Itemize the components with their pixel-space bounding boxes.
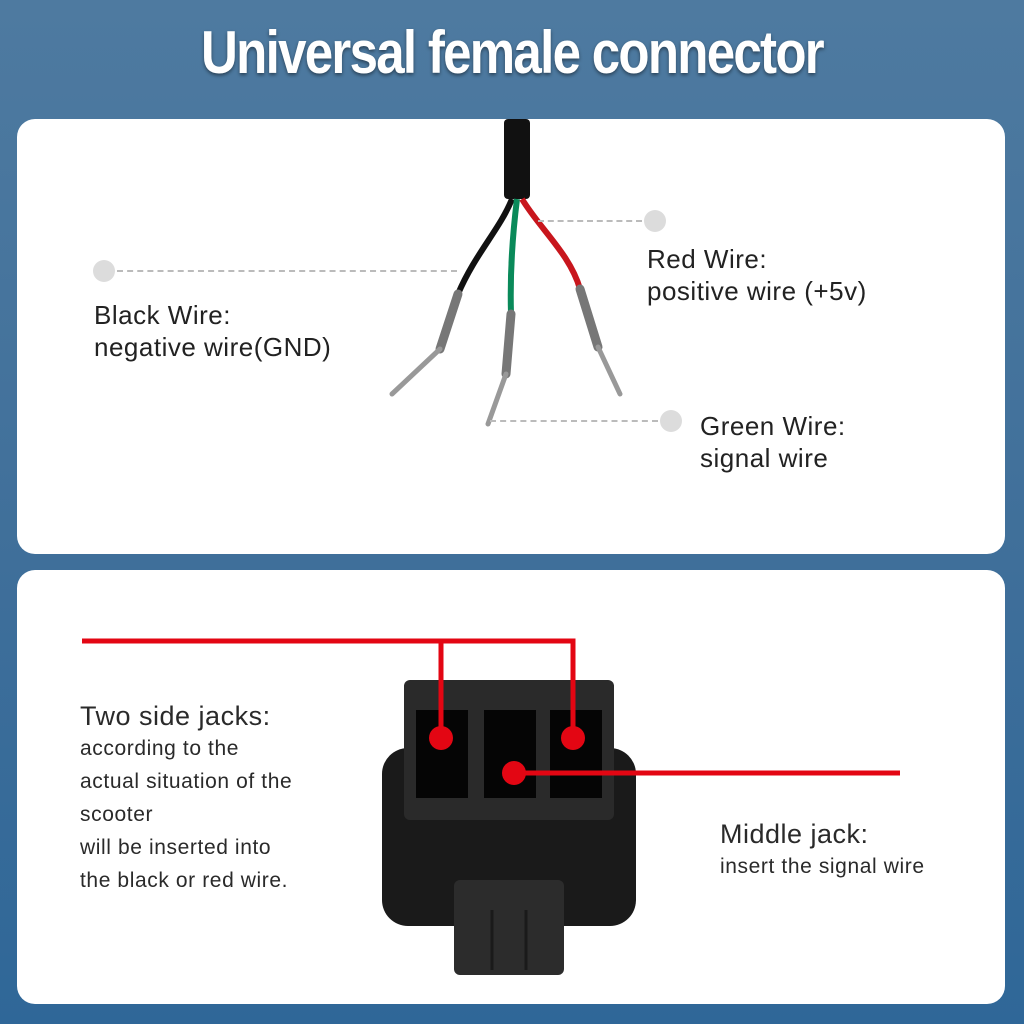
middle-jack-desc: insert the signal wire [720,855,925,878]
black-wire [455,197,515,296]
green-wire-heading: Green Wire: [700,411,846,441]
cable-illustration [389,119,623,427]
black-wire-heading: Black Wire: [94,300,231,330]
side-jacks-line: according to the [80,737,240,760]
left-jack-marker [429,726,453,750]
green-pin [485,309,516,427]
red-pin [575,284,623,397]
red-wire-heading: Red Wire: [647,244,768,274]
black-wire-leader [117,270,457,272]
right-jack-marker [561,726,585,750]
jack-right [550,710,602,798]
green-wire-label: Green Wire: signal wire [700,410,846,474]
red-wire-marker [644,210,666,232]
side-jacks-line: scooter [80,803,154,826]
black-wire-desc: negative wire(GND) [94,332,332,362]
green-wire-leader [490,420,658,422]
green-wire-desc: signal wire [700,443,829,473]
middle-jack-marker [502,761,526,785]
side-jacks-line: actual situation of the [80,770,293,793]
connector-illustration [382,680,636,975]
side-jacks-line: the black or red wire. [80,869,289,892]
side-jacks-line: will be inserted into [80,836,272,859]
side-jacks-label: Two side jacks: according to the actual … [80,700,292,897]
page-title: Universal female connector [201,19,825,86]
side-jacks-heading: Two side jacks: [80,701,271,731]
middle-jack-heading: Middle jack: [720,819,869,849]
green-wire [507,198,520,315]
red-wire-leader [538,220,642,222]
connector-latch [454,880,564,975]
red-wire-desc: positive wire (+5v) [647,276,867,306]
red-wire-label: Red Wire: positive wire (+5v) [647,243,867,307]
middle-jack-label: Middle jack: insert the signal wire [720,818,925,883]
red-wire [519,197,583,290]
green-wire-marker [660,410,682,432]
black-wire-label: Black Wire: negative wire(GND) [94,299,331,363]
side-jack-leader [82,638,576,738]
black-wire-marker [93,260,115,282]
cable-sheath [504,119,530,199]
black-pin [389,289,463,397]
